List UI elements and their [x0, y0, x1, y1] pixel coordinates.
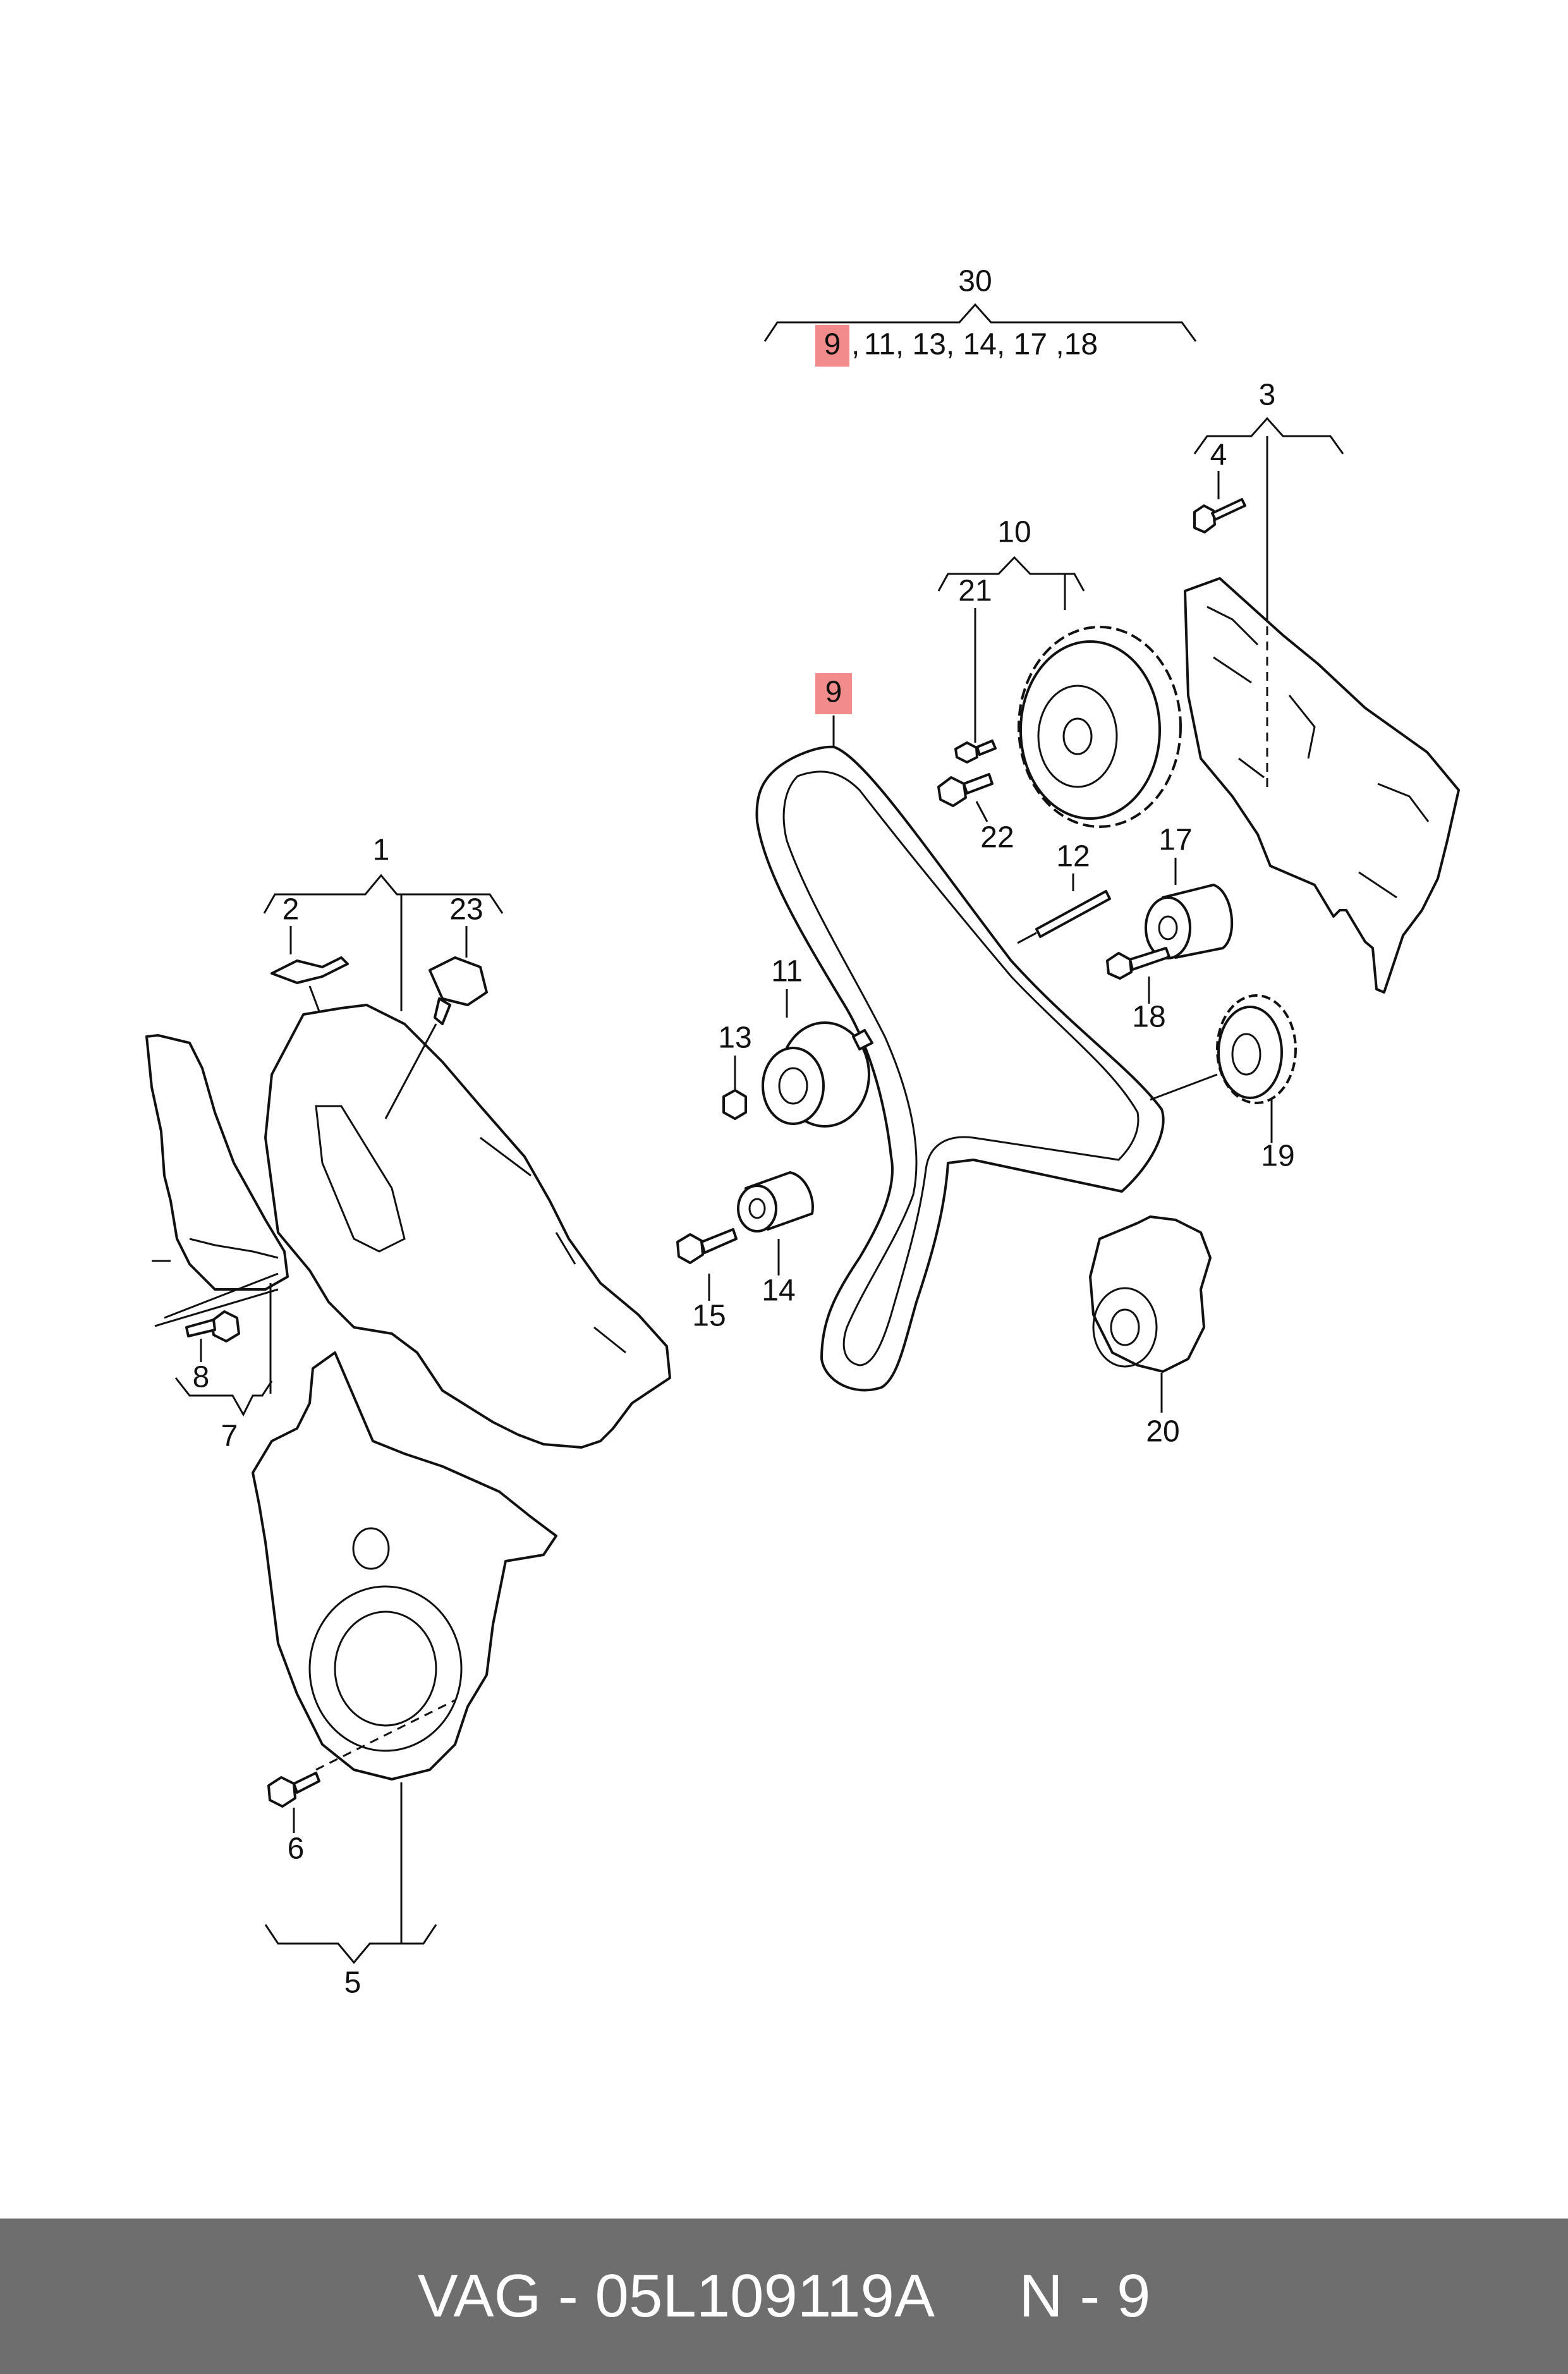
nut-part-13: 13	[718, 1021, 752, 1120]
bolt-part-15: 15	[676, 1228, 738, 1333]
footer-bar: VAG - 05L109119A N - 9	[0, 2219, 1568, 2374]
callout-22: 22	[980, 821, 1014, 855]
callout-15: 15	[692, 1300, 726, 1333]
stud-part-12: 12	[1017, 840, 1111, 944]
callout-1: 1	[373, 834, 390, 867]
callout-9: 9	[825, 676, 842, 709]
footer-gap	[935, 2261, 1019, 2331]
crankshaft-gear-part-19: 19	[1150, 994, 1297, 1173]
footer-ref: N - 9	[1019, 2262, 1151, 2330]
parts-diagram: 30 9 , 11, 13, 14, 17 ,18 3 4 10 21	[145, 265, 1460, 2000]
bolt-part-18: 18	[1106, 947, 1170, 1034]
footer-brand: VAG	[417, 2262, 542, 2330]
callout-19: 19	[1261, 1140, 1294, 1173]
callout-17: 17	[1158, 824, 1192, 857]
kit-item-comma: ,	[851, 328, 860, 362]
callout-12: 12	[1056, 840, 1090, 874]
callout-3: 3	[1259, 379, 1276, 412]
callout-5: 5	[344, 1966, 362, 2000]
bolt-part-8: 8	[185, 1310, 240, 1394]
callout-6: 6	[288, 1832, 305, 1866]
kit-bracket-30: 30 9 , 11, 13, 14, 17 ,18	[763, 265, 1197, 367]
callout-20: 20	[1146, 1415, 1179, 1449]
bolt-part-4: 4	[1193, 439, 1246, 533]
callout-2: 2	[283, 893, 300, 927]
callout-21: 21	[958, 575, 992, 608]
callout-8: 8	[193, 1361, 210, 1394]
side-cover-part-7: 7	[145, 1034, 289, 1453]
camshaft-sprocket	[1018, 626, 1182, 828]
callout-7: 7	[221, 1420, 238, 1453]
bolt-part-6: 6	[267, 1772, 320, 1866]
clip-part-23: 23	[428, 893, 488, 1025]
water-pump-part-20: 20	[1089, 1215, 1212, 1449]
idler-pulley-part-14: 14	[737, 1171, 814, 1308]
lower-cover-part-5: 5	[252, 1351, 557, 2000]
callout-23: 23	[449, 893, 483, 927]
tensioner-part-11: 11	[762, 955, 873, 1128]
camshaft-gear-part-10: 10	[937, 516, 1182, 828]
callout-30: 30	[958, 265, 992, 298]
footer-part-number: 05L109119A	[595, 2262, 935, 2330]
rear-cover-part-3: 3	[1184, 379, 1460, 994]
callout-14: 14	[762, 1274, 795, 1308]
kit-highlight-9	[815, 325, 849, 367]
footer-separator: -	[541, 2262, 595, 2330]
bolt-part-21: 21	[954, 575, 997, 764]
callout-4: 4	[1210, 439, 1227, 472]
upper-cover-part-1: 1	[263, 834, 671, 1449]
callout-13: 13	[718, 1021, 751, 1055]
kit-items-rest: 11, 13, 14, 17 ,18	[864, 328, 1098, 362]
callout-9-highlight	[815, 673, 852, 714]
callout-18: 18	[1132, 1001, 1165, 1034]
callout-10: 10	[997, 516, 1031, 549]
timing-belt-part-9: 9	[755, 673, 1165, 1392]
kit-item-9: 9	[824, 328, 841, 362]
clip-part-2: 2	[270, 893, 349, 1012]
roller-part-17: 17	[1145, 824, 1234, 959]
callout-11: 11	[771, 955, 803, 989]
bolt-part-22: 22	[937, 773, 1014, 855]
